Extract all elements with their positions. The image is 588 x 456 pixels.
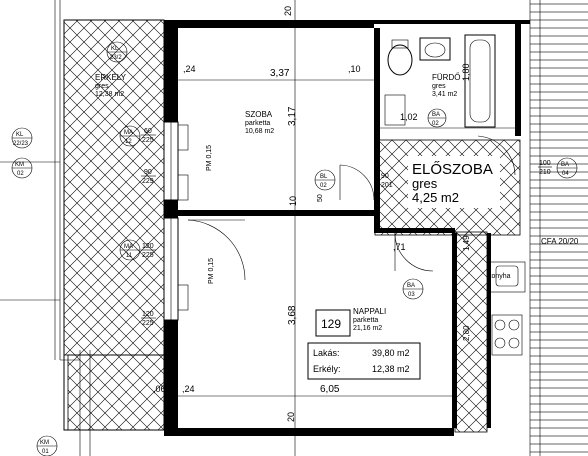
room-furdo-area: 3,41 m2 bbox=[432, 91, 457, 98]
room-eloszoba-name: ELŐSZOBA bbox=[412, 161, 493, 178]
room-nappali: NAPPALI parketta 21,16 m2 bbox=[353, 307, 386, 332]
tag-ma-11-top: MA bbox=[124, 244, 133, 250]
tag-kl-22-23-top: KL bbox=[16, 132, 24, 138]
doors bbox=[339, 135, 516, 272]
room-nappali-floor: parketta bbox=[353, 317, 378, 324]
unit-lakas-value: 39,80 m2 bbox=[372, 348, 410, 358]
stair-stripes bbox=[529, 0, 588, 456]
tag-bl-02-bottom: 02 bbox=[320, 183, 327, 189]
tag-ba-04-bottom: 04 bbox=[562, 171, 569, 177]
dim-szoba-width: 3,37 bbox=[270, 68, 290, 79]
tag-bl-02: BL 02 bbox=[314, 169, 336, 191]
opening-labels: 60 225 90 229 120 225 120 225 100 210 90… bbox=[141, 128, 579, 327]
unit-erkely-value: 12,38 m2 bbox=[372, 364, 410, 374]
tag-ma-11-bottom: 11 bbox=[126, 253, 133, 259]
pm-015-b: PM 0,15 bbox=[208, 258, 215, 284]
door-100: 100 bbox=[539, 160, 551, 167]
tag-km-02-top: KM bbox=[15, 162, 24, 168]
win-90: 90 bbox=[144, 169, 152, 176]
konyha-label: konyha bbox=[488, 273, 511, 280]
tag-ba-02-bottom: 02 bbox=[432, 121, 439, 127]
door-90: 90 bbox=[381, 173, 389, 180]
room-eloszoba: ELŐSZOBA gres 4,25 m2 bbox=[408, 156, 500, 208]
tag-kl-22-23: KL 22/23 bbox=[11, 127, 33, 149]
cfa-label: CFA 20/20 bbox=[541, 237, 579, 246]
room-szoba-area: 10,68 m2 bbox=[245, 128, 274, 135]
dim-szoba-right: ,10 bbox=[348, 64, 361, 74]
dim-wall-149: 1,49 bbox=[462, 235, 471, 251]
dim-nappali-width: 6,05 bbox=[320, 384, 340, 395]
unit-erkely-label: Erkély: bbox=[313, 364, 341, 374]
room-erkely: ERKÉLY gres 12,38 m2 bbox=[95, 73, 127, 98]
tag-kl-23-2: KL 23/2 bbox=[106, 41, 128, 63]
dim-nappali-height: 3,68 bbox=[287, 305, 298, 325]
dim-szoba-height: 3,17 bbox=[287, 106, 298, 126]
tag-ba-02-top: BA bbox=[432, 112, 440, 118]
walls bbox=[164, 20, 530, 436]
win-229: 229 bbox=[142, 178, 154, 185]
dim-top-20: 20 bbox=[283, 6, 293, 16]
tag-ma-11: MA 11 bbox=[119, 239, 141, 261]
tag-kl-23-2-top: KL bbox=[111, 46, 119, 52]
tag-km-02: KM 02 bbox=[11, 157, 33, 179]
room-erkely-area: 12,38 m2 bbox=[95, 91, 124, 98]
unit-lakas-label: Lakás: bbox=[313, 348, 340, 358]
room-eloszoba-area: 4,25 m2 bbox=[412, 190, 459, 205]
pm-015-a: PM 0,15 bbox=[206, 145, 213, 171]
win-120b: 120 bbox=[142, 311, 154, 318]
bathroom-fixtures bbox=[380, 34, 515, 129]
room-nappali-area: 21,16 m2 bbox=[353, 325, 382, 332]
tag-km-01-top: KM bbox=[40, 440, 49, 446]
tag-ba-03-top: BA bbox=[407, 283, 415, 289]
dim-bath-180: 1,80 bbox=[461, 63, 471, 81]
tag-ma-12: MA 12 bbox=[119, 125, 141, 147]
room-nappali-name: NAPPALI bbox=[353, 307, 386, 316]
tag-ma-12-top: MA bbox=[124, 130, 133, 136]
tag-ba-04-top: BA bbox=[561, 162, 569, 168]
room-szoba-name: SZOBA bbox=[245, 110, 273, 119]
win-60: 60 bbox=[144, 128, 152, 135]
dim-small-50: 50 bbox=[317, 194, 324, 202]
room-furdo: FÜRDŐ gres 3,41 m2 bbox=[432, 73, 460, 98]
tag-km-01: KM 01 bbox=[36, 435, 58, 456]
tag-kl-23-2-bottom: 23/2 bbox=[110, 55, 122, 61]
dimension-labels: 20 3,37 ,24 ,10 3,17 10 3,68 6,05 ,06 ,2… bbox=[153, 6, 471, 422]
room-furdo-floor: gres bbox=[432, 83, 446, 90]
room-furdo-name: FÜRDŐ bbox=[432, 73, 460, 82]
tag-ba-03: BA 03 bbox=[402, 278, 424, 300]
room-erkely-floor: gres bbox=[95, 83, 109, 90]
dim-mid-10: 10 bbox=[288, 196, 298, 206]
tag-km-01-bottom: 01 bbox=[42, 449, 49, 455]
dim-bottom-24: ,24 bbox=[182, 384, 195, 394]
room-szoba: SZOBA parketta 10,68 m2 bbox=[245, 110, 274, 135]
dim-bottom-20: 20 bbox=[286, 412, 296, 422]
tag-ma-12-bottom: 12 bbox=[125, 139, 132, 145]
room-szoba-floor: parketta bbox=[245, 120, 270, 127]
tag-kl-22-23-bottom: 22/23 bbox=[13, 141, 29, 147]
dim-wall-280: 2,80 bbox=[462, 325, 471, 341]
unit-info: 129 Lakás: 39,80 m2 Erkély: 12,38 m2 bbox=[307, 309, 421, 380]
door-201: 201 bbox=[381, 182, 393, 189]
tag-ba-04: BA 04 bbox=[556, 157, 578, 179]
dim-bottom-06: ,06 bbox=[153, 384, 166, 394]
tag-bl-02-top: BL bbox=[320, 174, 328, 180]
dim-szoba-left: ,24 bbox=[183, 64, 196, 74]
win-225b: 225 bbox=[142, 252, 154, 259]
tag-ba-03-bottom: 03 bbox=[408, 292, 415, 298]
kitchen-fixtures bbox=[489, 261, 526, 356]
tag-km-02-bottom: 02 bbox=[17, 171, 24, 177]
balcony-area bbox=[54, 0, 165, 456]
win-120a: 120 bbox=[142, 243, 154, 250]
win-225c: 225 bbox=[142, 320, 154, 327]
room-erkely-name: ERKÉLY bbox=[95, 73, 127, 82]
win-225a: 225 bbox=[142, 137, 154, 144]
tag-ba-02: BA 02 bbox=[427, 108, 447, 128]
room-eloszoba-floor: gres bbox=[412, 176, 438, 191]
unit-number: 129 bbox=[321, 317, 341, 331]
door-210: 210 bbox=[539, 169, 551, 176]
windows bbox=[163, 121, 246, 321]
dim-bath-102: 1,02 bbox=[400, 112, 418, 122]
dim-eloszoba-71: ,71 bbox=[393, 242, 406, 252]
